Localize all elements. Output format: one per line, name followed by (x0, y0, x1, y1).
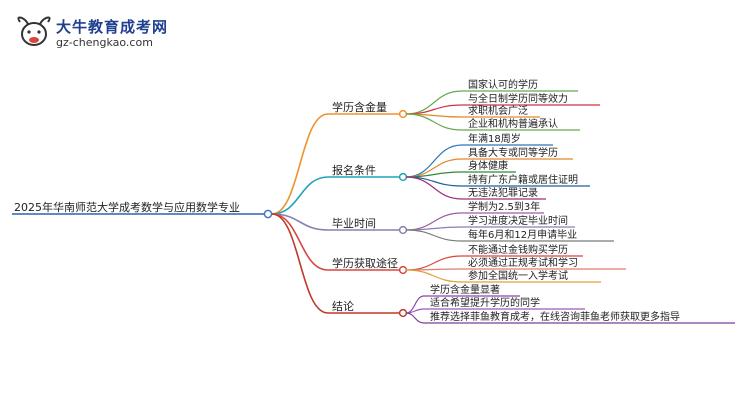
branch-connector (271, 213, 329, 231)
leaf-connector (405, 308, 425, 314)
leaf-label: 学历含金量显著 (430, 283, 500, 296)
leaf-label: 推荐选择菲鱼教育成考，在线咨询菲鱼老师获取更多指导 (430, 310, 680, 323)
leaf-connector (405, 312, 425, 324)
branch-label: 报名条件 (332, 163, 376, 177)
leaf-connector (405, 113, 463, 131)
bull-logo-icon (17, 16, 51, 46)
leaf-label: 参加全国统一入学考试 (468, 269, 568, 282)
leaf-label: 与全日制学历同等效力 (468, 92, 568, 105)
branch-label: 学历获取途径 (332, 256, 398, 270)
branch-node (398, 172, 408, 182)
leaf-label: 不能通过金钱购买学历 (468, 243, 568, 256)
branch-node (398, 308, 408, 318)
leaf-label: 适合希望提升学历的同学 (430, 296, 540, 309)
leaf-connector (405, 90, 463, 115)
branch-connector (271, 213, 329, 314)
leaf-label: 学制为2.5到3年 (468, 200, 540, 213)
leaf-connector (405, 255, 463, 271)
leaf-label: 身体健康 (468, 159, 508, 172)
leaf-label: 必须通过正规考试和学习 (468, 256, 578, 269)
root-topic: 2025年华南师范大学成考数学与应用数学专业 (14, 200, 240, 214)
leaf-label: 企业和机构普遍承认 (468, 117, 558, 130)
branch-label: 结论 (332, 299, 354, 313)
branch-label: 毕业时间 (332, 217, 376, 230)
brand-url: gz-chengkao.com (56, 36, 153, 49)
leaf-connector (405, 176, 463, 200)
leaf-label: 学习进度决定毕业时间 (468, 214, 568, 227)
branch-connector (271, 113, 329, 215)
leaf-label: 具备大专或同等学历 (468, 146, 558, 159)
branch-connector (271, 213, 329, 271)
leaf-label: 求职机会广泛 (468, 104, 528, 117)
leaf-label: 无违法犯罪记录 (468, 186, 538, 199)
branch-connector (271, 176, 329, 215)
leaf-connector (405, 269, 463, 283)
branch-node (398, 109, 408, 119)
root-node (263, 209, 273, 219)
leaf-label: 国家认可的学历 (468, 78, 538, 91)
branch-node (398, 265, 408, 275)
leaf-connector (405, 171, 463, 178)
leaf-label: 持有广东户籍或居住证明 (468, 173, 578, 186)
branch-label: 学历含金量 (332, 100, 387, 114)
branch-node (398, 225, 408, 235)
leaf-label: 年满18周岁 (468, 132, 521, 145)
leaf-connector (405, 226, 463, 231)
leaf-label: 每年6月和12月申请毕业 (468, 228, 577, 241)
brand-title: 大牛教育成考网 (56, 18, 169, 36)
leaf-connector (405, 229, 463, 242)
